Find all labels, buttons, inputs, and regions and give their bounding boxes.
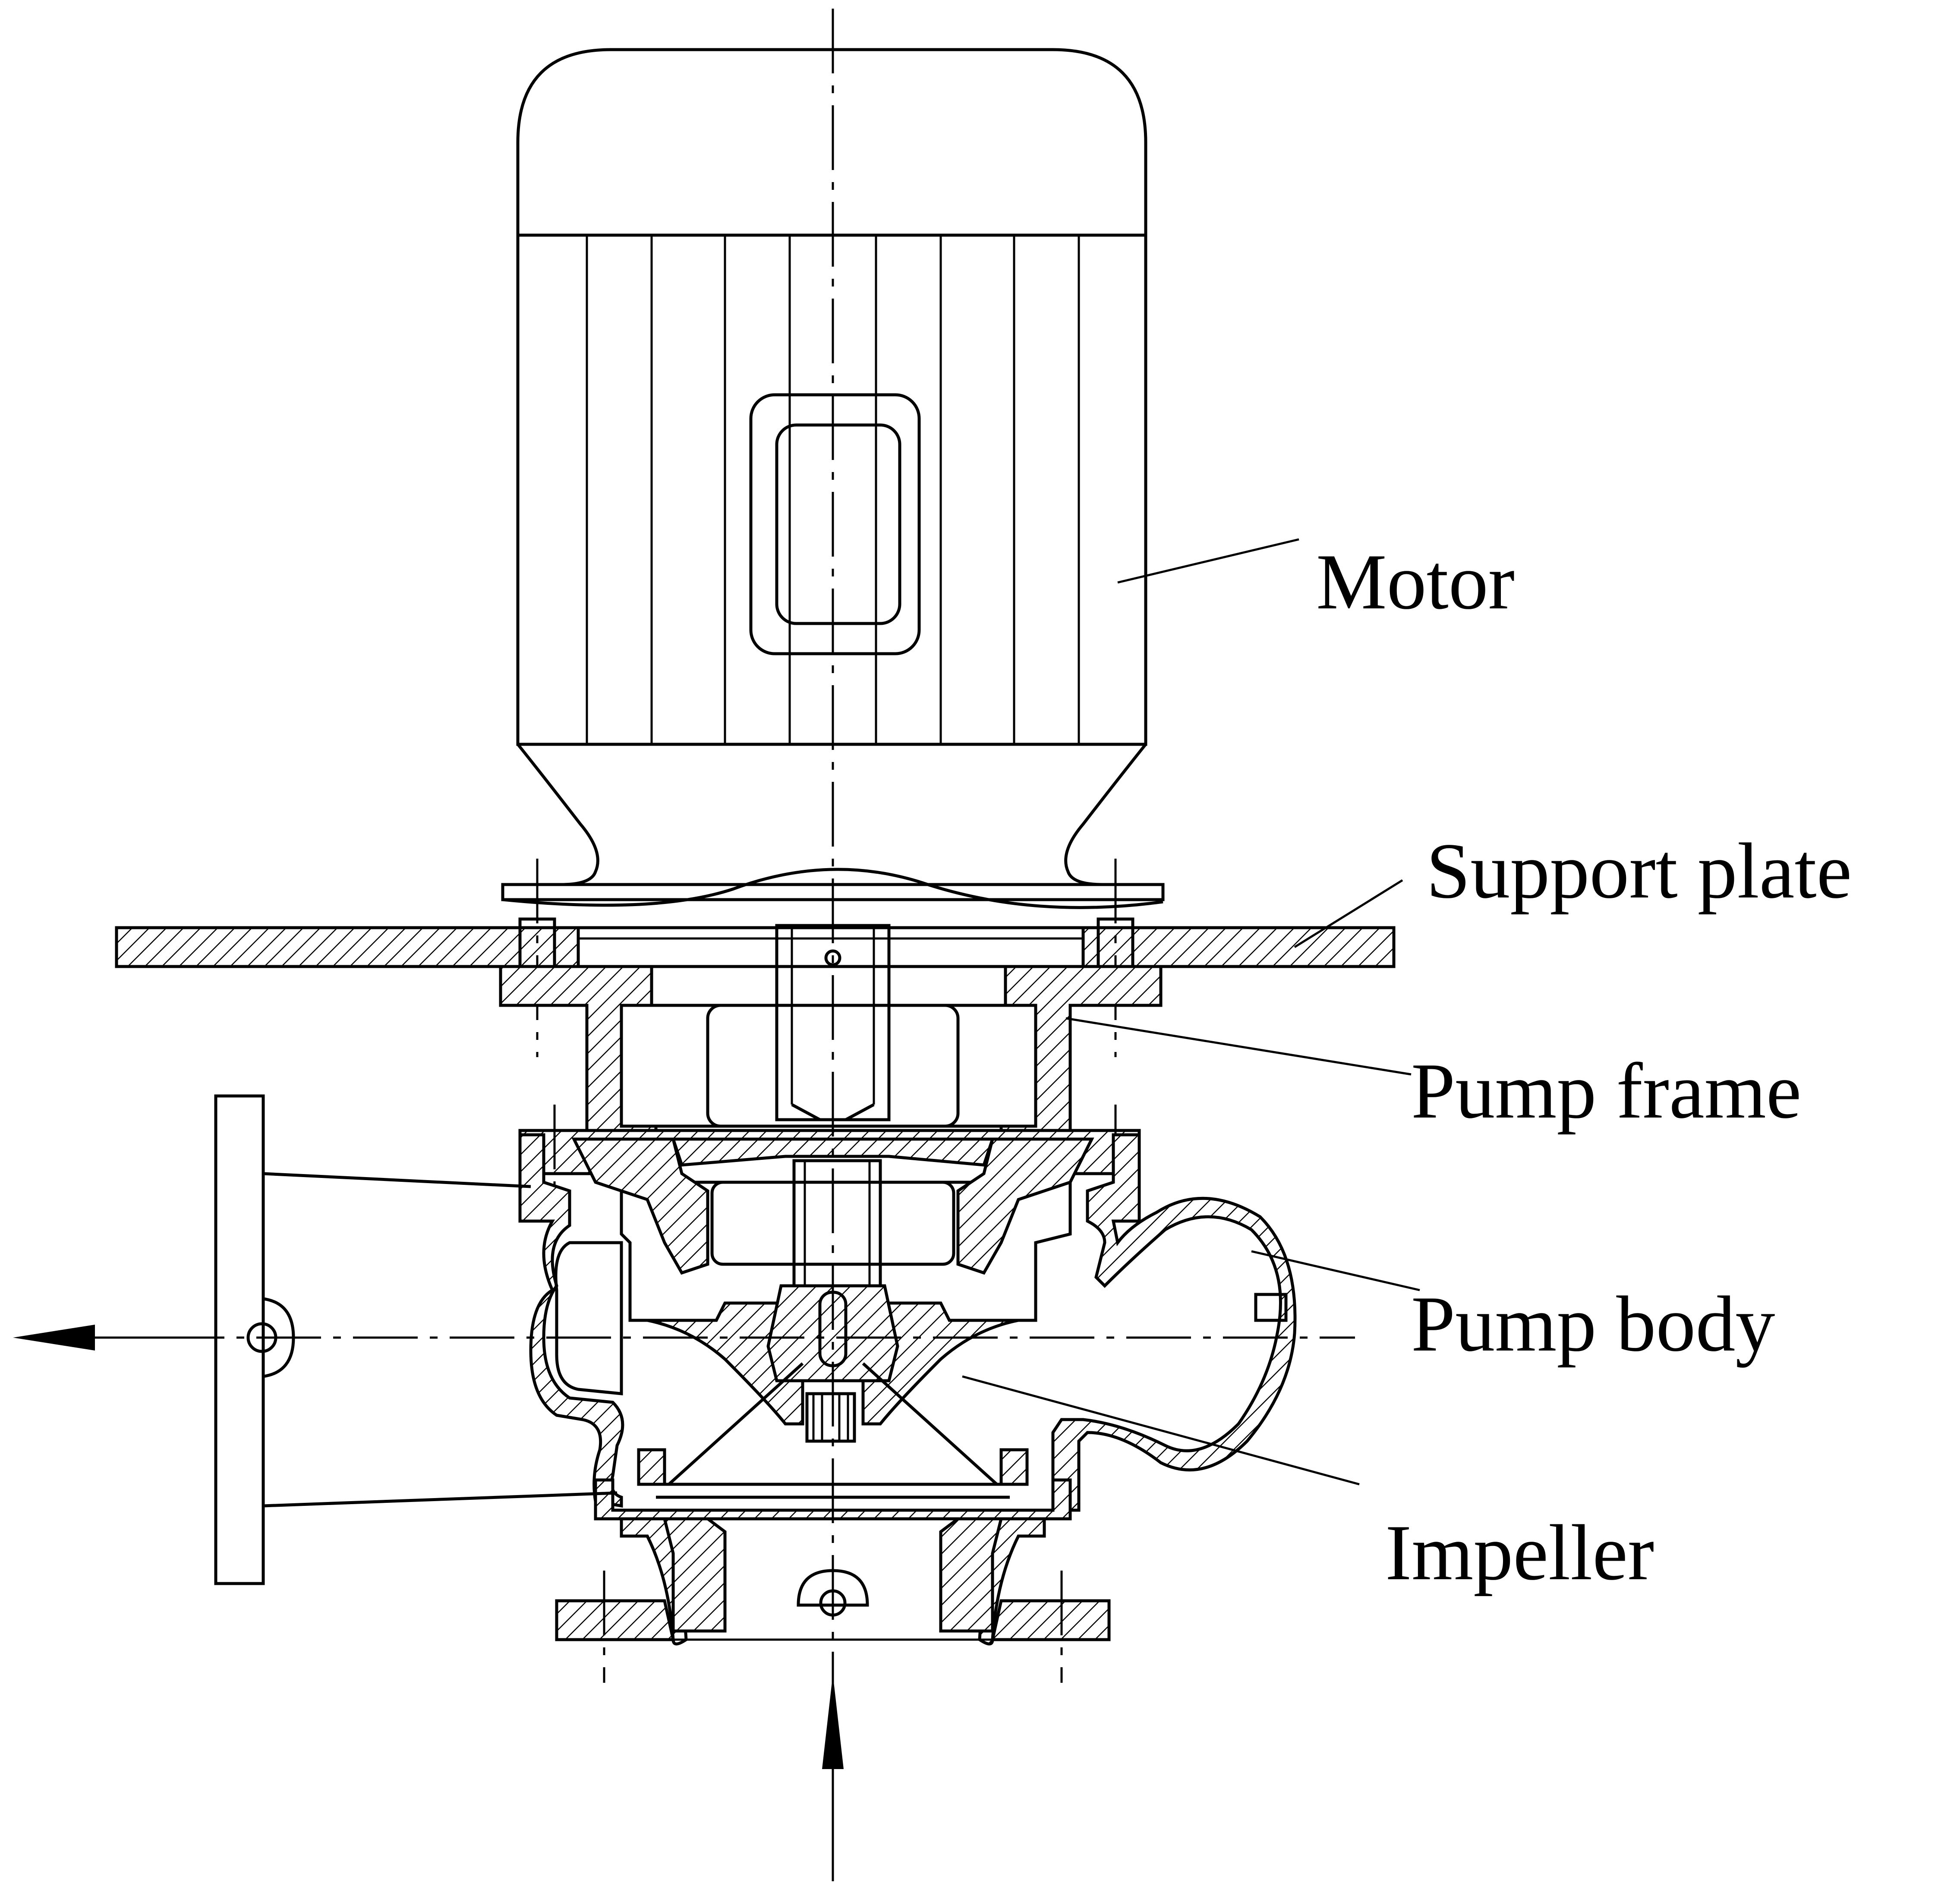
centerlines (160, 9, 1355, 1881)
pump-frame-label: Pump frame (1411, 1047, 1801, 1135)
motor-top-cap (516, 48, 1147, 237)
motor-cooling-fins (586, 235, 1080, 744)
impeller-leader-line (962, 1375, 1360, 1486)
motor-leader-line (1117, 538, 1299, 584)
support-plate-label: Support plate (1426, 827, 1852, 915)
support-plate-leader-line (1294, 879, 1403, 948)
impeller (637, 1284, 1029, 1499)
outlet-flow-arrow (13, 1325, 160, 1351)
motor-terminal-box (749, 393, 921, 655)
motor-label: Motor (1316, 538, 1515, 626)
motor-flange-neck (501, 743, 1165, 901)
motor-flange-curve (502, 868, 1163, 909)
pump-frame-leader-line (1065, 1017, 1412, 1076)
impeller-label: Impeller (1385, 1508, 1654, 1596)
inlet-flow-arrow (822, 1674, 844, 1881)
discharge-flange (214, 1094, 618, 1585)
support-plate (115, 859, 1396, 1057)
pump-body-leader-line (1251, 1250, 1420, 1291)
pump-body (518, 1133, 1297, 1683)
pump-body-label: Pump body (1411, 1280, 1775, 1368)
leader-lines (962, 538, 1420, 1486)
